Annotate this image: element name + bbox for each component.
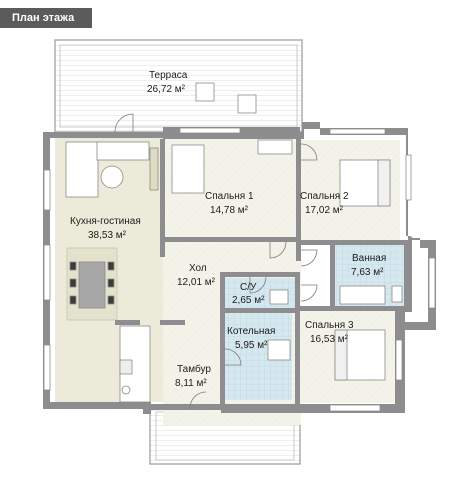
room-name-terrace: Терраса	[149, 70, 188, 81]
plan-title: План этажа	[0, 8, 92, 28]
room-area-bedroom-1: 14,78 м²	[210, 205, 249, 216]
room-area-bedroom-3: 16,53 м²	[310, 334, 349, 345]
room-area-vestibule: 8,11 м²	[175, 378, 207, 389]
room-name-vestibule: Тамбур	[177, 363, 211, 375]
walls	[43, 122, 436, 414]
room-name-hall: Хол	[189, 263, 207, 274]
room-area-bathroom: 7,63 м²	[351, 267, 384, 278]
room-area-kitchen-living: 38,53 м²	[88, 230, 127, 241]
room-area-terrace: 26,72 м²	[147, 84, 186, 95]
doors	[114, 113, 318, 409]
room-name-kitchen-living: Кухня-гостиная	[70, 216, 141, 227]
room-area-boiler-room: 5,95 м²	[235, 340, 268, 351]
room-name-bedroom-1: Спальня 1	[205, 191, 254, 202]
room-labels: Терраса 26,72 м² Кухня-гостиная 38,53 м²…	[70, 70, 386, 389]
terrace	[54, 39, 303, 133]
room-area-wc: 2,65 м²	[232, 295, 265, 306]
room-name-bathroom: Ванная	[352, 253, 386, 264]
room-name-boiler-room: Котельная	[227, 326, 275, 337]
room-name-wc: С/У	[240, 282, 257, 293]
room-name-bedroom-3: Спальня 3	[305, 320, 354, 331]
room-area-bedroom-2: 17,02 м²	[305, 205, 344, 216]
room-area-hall: 12,01 м²	[177, 277, 216, 288]
room-name-bedroom-2: Спальня 2	[300, 191, 349, 202]
furniture	[65, 82, 403, 403]
